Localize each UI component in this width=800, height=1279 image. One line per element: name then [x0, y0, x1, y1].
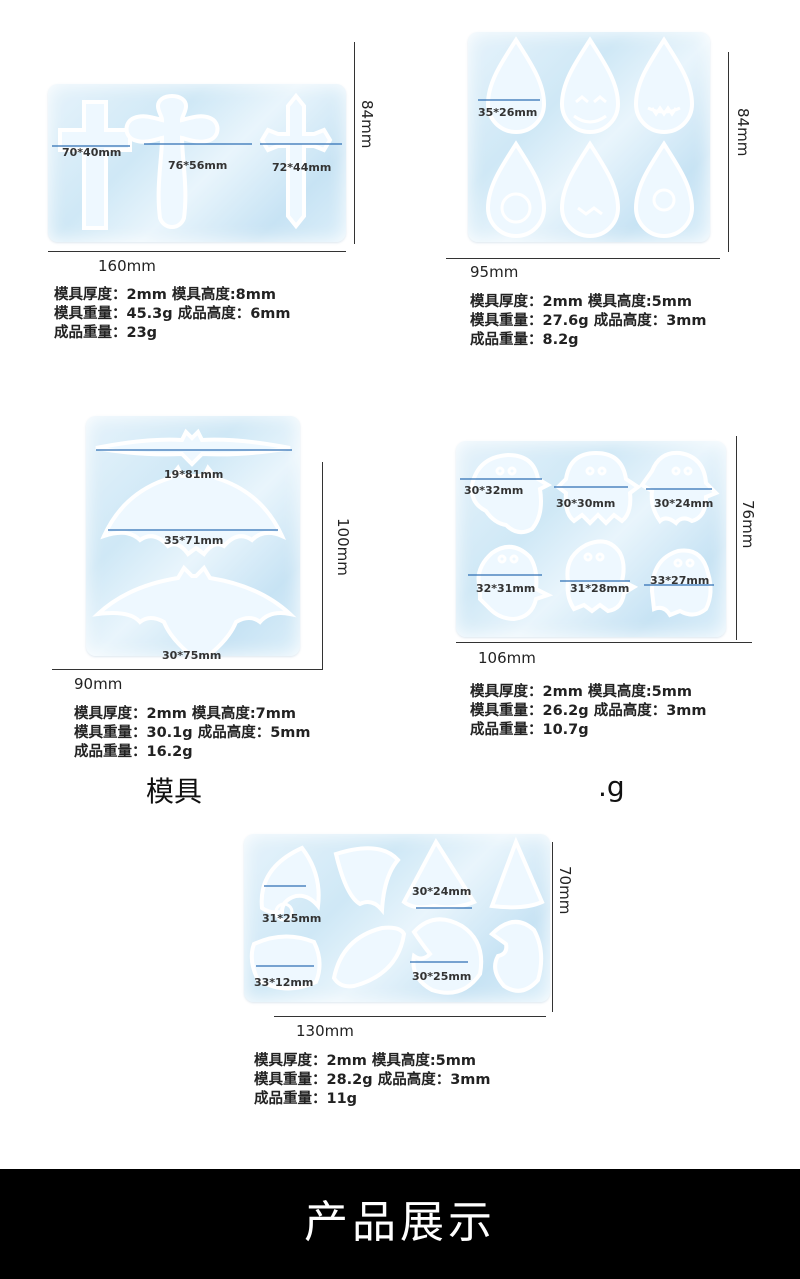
width-dimension-line — [456, 642, 752, 643]
cavity-size-label: 33*12mm — [254, 976, 314, 989]
width-dimension-line — [52, 669, 322, 670]
spec-line: 成品重量：11g — [254, 1091, 358, 1107]
height-dimension-label: 84mm — [358, 100, 376, 149]
height-dimension-label: 70mm — [556, 866, 574, 915]
partial-text-fragment-right: .g — [598, 770, 625, 803]
spec-line: 模具厚度：2mm 模具高度:5mm — [254, 1053, 476, 1069]
cavity-size-label: 31*28mm — [570, 582, 630, 595]
width-dimension-label: 130mm — [296, 1022, 354, 1040]
cavity-size-label: 35*71mm — [164, 534, 224, 547]
cavity-size-label: 70*40mm — [62, 146, 122, 159]
spec-line: 模具厚度：2mm 模具高度:5mm — [470, 294, 692, 310]
height-dimension-label: 76mm — [739, 500, 757, 549]
width-dimension-line — [446, 258, 720, 259]
height-dimension-line — [736, 436, 737, 640]
cavity-size-label: 76*56mm — [168, 159, 228, 172]
cavity-size-label: 30*30mm — [556, 497, 616, 510]
spec-line: 模具厚度：2mm 模具高度:8mm — [54, 287, 276, 303]
cross-cavities — [52, 92, 342, 230]
teardrop-cavities — [478, 36, 695, 238]
spec-line: 模具重量：26.2g 成品高度：3mm — [470, 703, 707, 719]
teardrop-mold-image: 35*26mm — [468, 32, 710, 242]
cross-mold-image: 70*40mm 76*56mm 72*44mm — [48, 84, 346, 242]
cavity-size-label: 30*32mm — [464, 484, 524, 497]
bat-cavities — [92, 428, 297, 656]
width-dimension-label: 95mm — [470, 263, 519, 281]
cavity-size-label: 31*25mm — [262, 912, 322, 925]
spec-line: 模具厚度：2mm 模具高度:7mm — [74, 706, 296, 722]
width-dimension-line — [48, 251, 346, 252]
spec-block: 模具厚度：2mm 模具高度:5mm 模具重量：27.6g 成品高度：3mm 成品… — [470, 293, 707, 350]
cavity-size-label: 30*25mm — [412, 970, 472, 983]
spec-line: 模具重量：45.3g 成品高度：6mm — [54, 306, 291, 322]
shapes-mold-image: 31*25mm 30*24mm 33*12mm 30*25mm — [244, 834, 550, 1002]
spec-line: 成品重量：16.2g — [74, 744, 193, 760]
partial-text-fragment-left: 模具 — [146, 775, 203, 808]
cavity-size-label: 32*31mm — [476, 582, 536, 595]
cavity-size-label: 30*75mm — [162, 649, 222, 662]
cavity-size-label: 33*27mm — [650, 574, 710, 587]
width-dimension-label: 160mm — [98, 257, 156, 275]
spec-line: 成品重量：10.7g — [470, 722, 589, 738]
spec-block: 模具厚度：2mm 模具高度:7mm 模具重量：30.1g 成品高度：5mm 成品… — [74, 705, 311, 762]
shapes-cavities — [249, 836, 545, 995]
cavity-size-label: 72*44mm — [272, 161, 332, 174]
spec-block: 模具厚度：2mm 模具高度:8mm 模具重量：45.3g 成品高度：6mm 成品… — [54, 286, 291, 343]
section-banner — [0, 1169, 800, 1279]
cavity-size-label: 35*26mm — [478, 106, 538, 119]
spec-line: 成品重量：8.2g — [470, 332, 579, 348]
spec-line: 成品重量：23g — [54, 325, 158, 341]
width-dimension-label: 90mm — [74, 675, 123, 693]
spec-line: 模具厚度：2mm 模具高度:5mm — [470, 684, 692, 700]
width-dimension-line — [274, 1016, 546, 1017]
height-dimension-line — [322, 462, 323, 670]
spec-line: 模具重量：27.6g 成品高度：3mm — [470, 313, 707, 329]
width-dimension-label: 106mm — [478, 649, 536, 667]
spec-line: 模具重量：28.2g 成品高度：3mm — [254, 1072, 491, 1088]
cavity-size-label: 30*24mm — [654, 497, 714, 510]
height-dimension-line — [552, 842, 553, 1012]
height-dimension-line — [728, 52, 729, 252]
section-title: 产品展示 — [304, 1197, 496, 1248]
spec-block: 模具厚度：2mm 模具高度:5mm 模具重量：26.2g 成品高度：3mm 成品… — [470, 683, 707, 740]
height-dimension-label: 84mm — [734, 108, 752, 157]
spec-block: 模具厚度：2mm 模具高度:5mm 模具重量：28.2g 成品高度：3mm 成品… — [254, 1052, 491, 1109]
height-dimension-line — [354, 42, 355, 244]
bat-mold-image: 19*81mm 35*71mm 30*75mm — [86, 416, 300, 662]
ghost-cavities — [460, 450, 720, 622]
ghost-mold-image: 30*32mm 30*30mm 30*24mm 32*31mm 31*28mm … — [456, 441, 726, 637]
cavity-size-label: 19*81mm — [164, 468, 224, 481]
spec-line: 模具重量：30.1g 成品高度：5mm — [74, 725, 311, 741]
cavity-size-label: 30*24mm — [412, 885, 472, 898]
height-dimension-label: 100mm — [334, 518, 352, 576]
